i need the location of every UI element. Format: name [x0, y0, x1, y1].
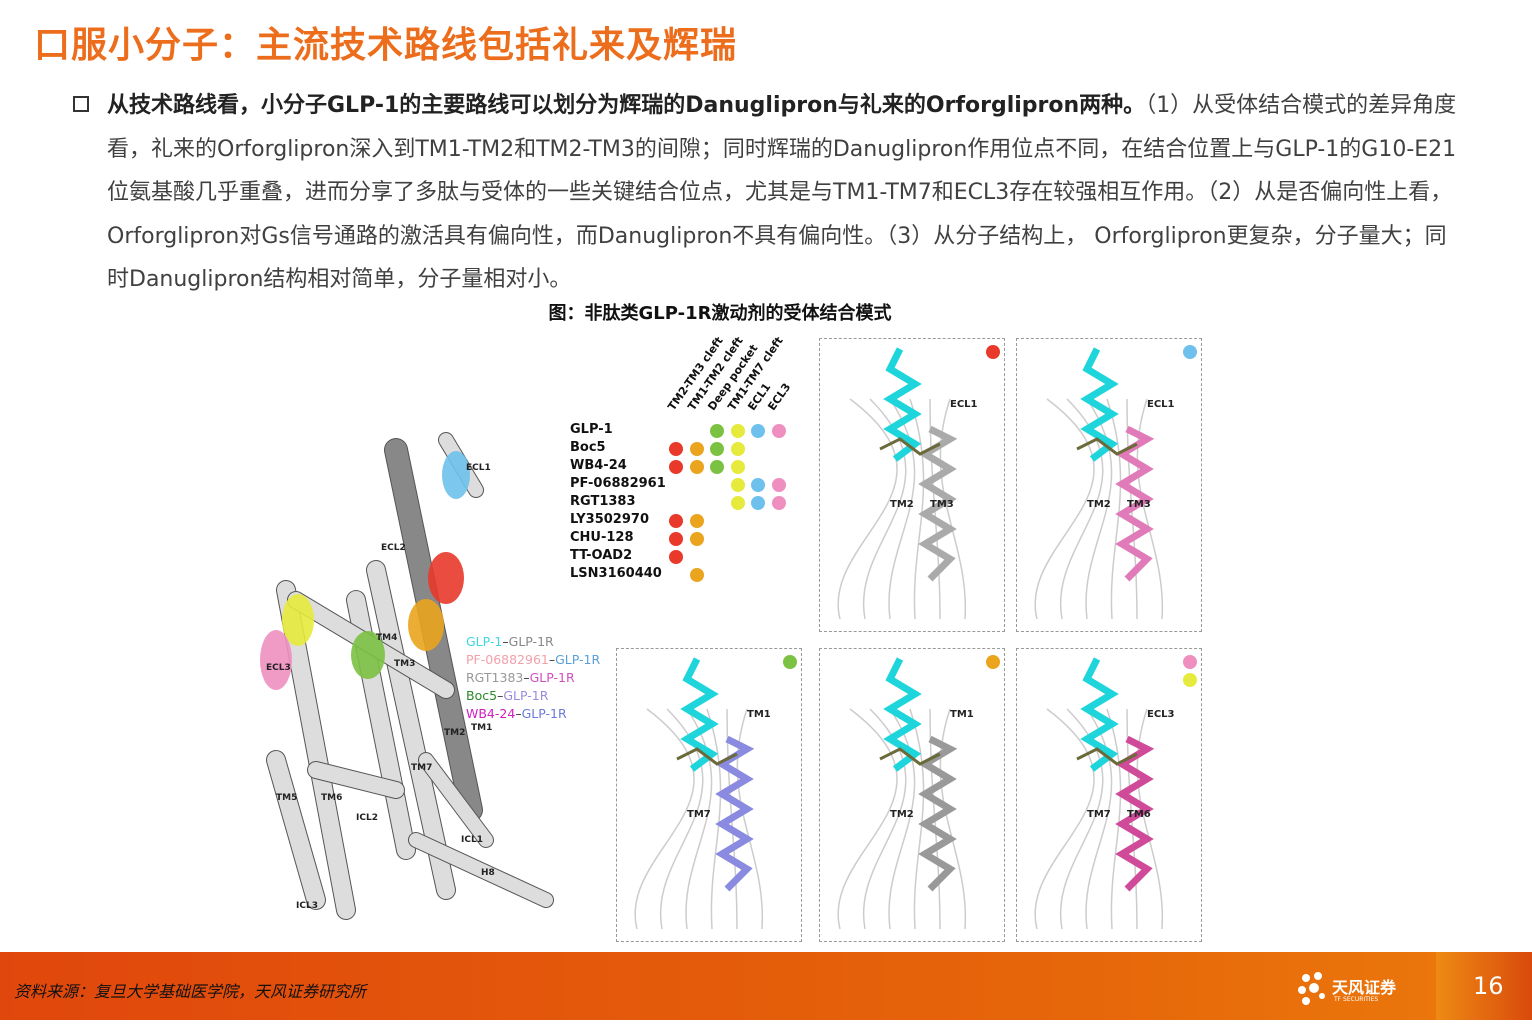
matrix-row-label: LSN3160440	[570, 566, 662, 581]
structure-label: TM3	[1127, 499, 1151, 510]
binding-site-marker	[351, 631, 385, 679]
matrix-row-label: Boc5	[570, 440, 606, 455]
binding-site-dot	[669, 442, 683, 456]
binding-site-dot	[751, 424, 765, 438]
binding-site-dot	[771, 478, 786, 492]
binding-site-marker	[428, 552, 464, 604]
binding-site-dot	[771, 424, 786, 438]
matrix-row-label: PF-06882961	[570, 476, 666, 491]
binding-site-marker	[442, 451, 470, 499]
structure-label: TM2	[890, 809, 914, 820]
receptor-label: ECL3	[266, 663, 291, 673]
paragraph-lead: 从技术路线看，小分子GLP-1的主要路线可以划分为辉瑞的Danuglipron与…	[107, 93, 1146, 118]
receptor-label: ECL1	[466, 463, 491, 473]
legend-item: RGT1383–GLP-1R	[466, 670, 575, 685]
receptor-label: TM4	[376, 633, 397, 643]
slide-title: 口服小分子：主流技术路线包括礼来及辉瑞	[34, 25, 738, 66]
source-note: 资料来源：复旦大学基础医学院，天风证券研究所	[14, 982, 367, 1001]
binding-site-dot	[751, 478, 765, 492]
binding-site-dot	[669, 532, 683, 546]
receptor-label: H8	[481, 868, 495, 878]
structure-label: TM6	[1127, 809, 1151, 820]
legend-item: Boc5–GLP-1R	[466, 688, 549, 703]
structure-label: TM7	[1087, 809, 1111, 820]
receptor-label: TM7	[411, 763, 432, 773]
receptor-label: TM2	[444, 728, 465, 738]
structure-label: ECL1	[950, 399, 978, 410]
legend-item: PF-06882961–GLP-1R	[466, 652, 601, 667]
structure-label: ECL1	[1147, 399, 1175, 410]
binding-site-dot	[669, 460, 683, 474]
legend-item: GLP-1–GLP-1R	[466, 634, 554, 649]
bullet-square-icon	[73, 96, 89, 112]
binding-site-dot	[689, 514, 704, 528]
structure-label: TM7	[687, 809, 711, 820]
matrix-row-label: GLP-1	[570, 422, 613, 437]
binding-site-marker	[408, 599, 444, 651]
site-color-dot	[1183, 655, 1197, 669]
receptor-label: ICL3	[296, 901, 318, 911]
matrix-row-label: WB4-24	[570, 458, 627, 473]
receptor-label: TM6	[321, 793, 342, 803]
company-logo: 天风证券 TF SECURITIES	[1296, 970, 1396, 1010]
site-color-dot	[986, 345, 1000, 359]
footer: 资料来源：复旦大学基础医学院，天风证券研究所 天风证券 TF SECURITIE…	[0, 952, 1532, 1020]
binding-site-dot	[730, 424, 745, 438]
receptor-label: TM3	[394, 659, 415, 669]
binding-site-dot	[771, 496, 786, 510]
binding-site-dot	[730, 460, 745, 474]
binding-site-marker	[282, 594, 314, 646]
structure-label: ECL3	[1147, 709, 1175, 720]
structure-label: TM3	[930, 499, 954, 510]
receptor-label: ECL2	[381, 543, 406, 553]
binding-site-dot	[751, 496, 765, 510]
binding-site-dot	[669, 550, 683, 564]
page-number: 16	[1473, 972, 1504, 1000]
site-color-dot	[783, 655, 797, 669]
binding-site-dot	[710, 424, 724, 438]
receptor-label: TM1	[471, 723, 492, 733]
structure-label: TM2	[890, 499, 914, 510]
structure-label: TM2	[1087, 499, 1111, 510]
binding-site-dot	[730, 496, 745, 510]
structure-label: TM1	[950, 709, 974, 720]
receptor-label: TM5	[276, 793, 297, 803]
figure-caption: 图：非肽类GLP-1R激动剂的受体结合模式	[548, 303, 892, 324]
page-number-box	[1436, 952, 1532, 1020]
site-color-dot	[986, 655, 1000, 669]
binding-site-dot	[689, 460, 704, 474]
binding-site-dot	[710, 442, 724, 456]
matrix-row-label: RGT1383	[570, 494, 636, 509]
binding-site-dot	[730, 442, 745, 456]
binding-site-marker	[260, 630, 292, 690]
receptor-label: ICL2	[356, 813, 378, 823]
binding-site-dot	[669, 514, 683, 528]
legend-item: WB4-24–GLP-1R	[466, 706, 567, 721]
receptor-label: ICL1	[461, 835, 483, 845]
matrix-row-label: TT-OAD2	[570, 548, 633, 563]
binding-site-dot	[730, 478, 745, 492]
paragraph-body: （1）从受体结合模式的差异角度看，礼来的Orforglipron深入到TM1-T…	[107, 93, 1457, 292]
site-color-dot	[1183, 673, 1197, 687]
binding-site-dot	[710, 460, 724, 474]
matrix-row-label: LY3502970	[570, 512, 649, 527]
body-paragraph: 从技术路线看，小分子GLP-1的主要路线可以划分为辉瑞的Danuglipron与…	[107, 84, 1467, 302]
binding-site-dot	[689, 442, 704, 456]
structure-label: TM1	[747, 709, 771, 720]
matrix-row-label: CHU-128	[570, 530, 634, 545]
binding-site-dot	[689, 532, 704, 546]
logo-flower-icon	[1298, 972, 1325, 1005]
site-color-dot	[1183, 345, 1197, 359]
binding-site-dot	[689, 568, 704, 582]
